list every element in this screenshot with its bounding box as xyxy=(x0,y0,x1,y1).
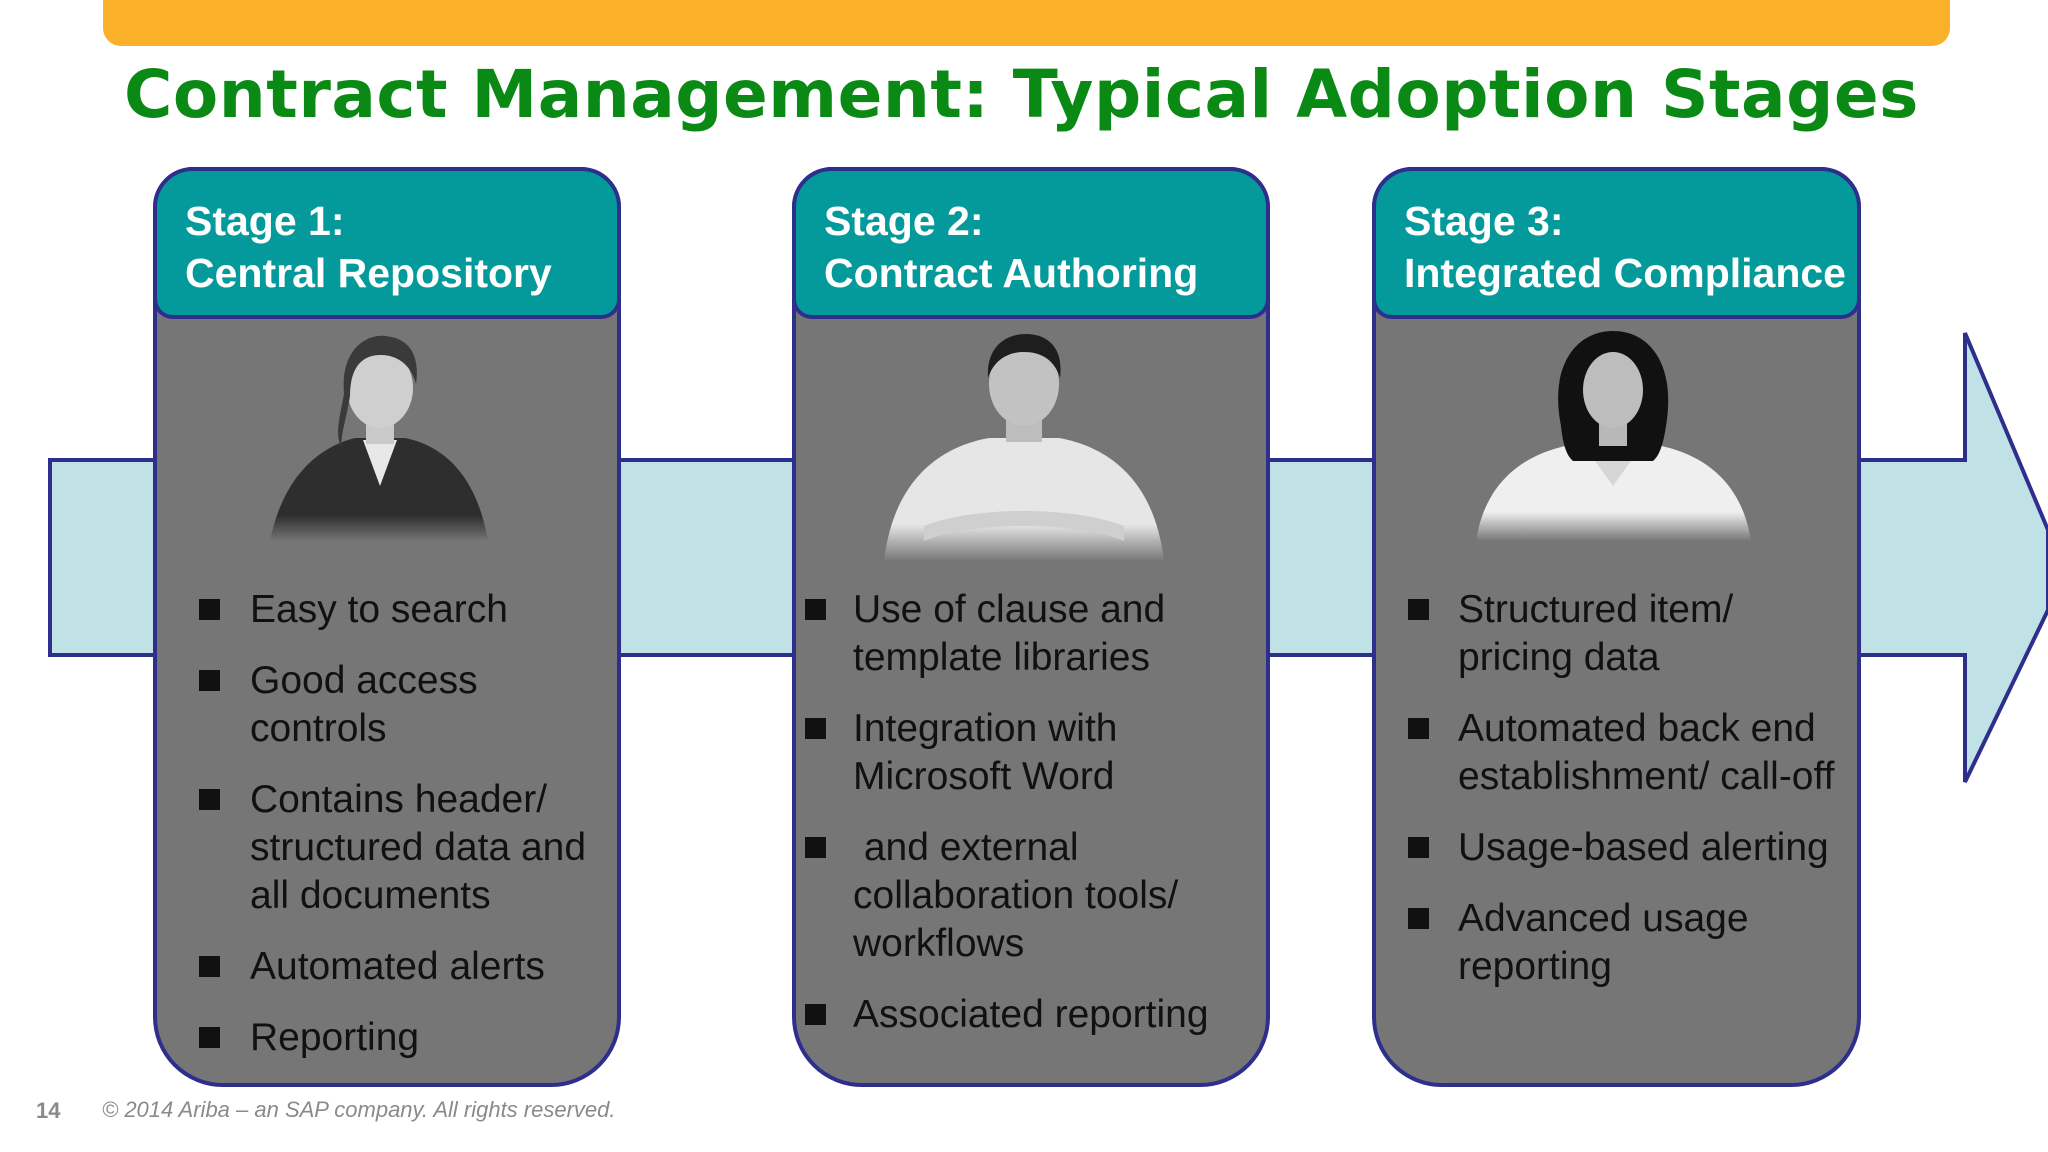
bullet-square-icon xyxy=(199,1027,220,1048)
copyright-notice: © 2014 Ariba – an SAP company. All right… xyxy=(102,1097,616,1122)
stage-3-card: Stage 3: Integrated Compliance Structure… xyxy=(1372,167,1861,1087)
bullet-square-icon xyxy=(199,670,220,691)
stage-1-header: Stage 1: Central Repository xyxy=(153,167,621,319)
stage-1-bullets: Easy to search Good access controls Cont… xyxy=(157,586,617,1085)
bullet-text: Automated back end establishment/ call-o… xyxy=(1458,707,1835,798)
list-item: Use of clause and template libraries xyxy=(796,586,1266,682)
bullet-text: Use of clause and template libraries xyxy=(853,588,1166,679)
list-item: Good access controls xyxy=(157,657,617,753)
bullet-text: Structured item/ pricing data xyxy=(1458,588,1734,679)
bullet-text: Associated reporting xyxy=(853,993,1209,1036)
stage-2-bullets: Use of clause and template libraries Int… xyxy=(796,586,1266,1062)
stage-3-portrait xyxy=(1476,331,1751,541)
top-accent-bar xyxy=(103,0,1950,46)
stage-2-name: Contract Authoring xyxy=(824,250,1199,296)
bullet-text: Advanced usage reporting xyxy=(1458,897,1749,988)
list-item: Associated reporting xyxy=(796,991,1266,1039)
list-item: Usage-based alerting xyxy=(1376,824,1857,872)
stage-1-name: Central Repository xyxy=(185,250,552,296)
list-item: Reporting xyxy=(157,1014,617,1062)
list-item: Advanced usage reporting xyxy=(1376,895,1857,991)
list-item: and external collaboration tools/ workfl… xyxy=(796,824,1266,968)
bullet-square-icon xyxy=(199,956,220,977)
bullet-square-icon xyxy=(805,718,826,739)
stage-2-number: Stage 2: xyxy=(824,198,984,244)
list-item: Structured item/ pricing data xyxy=(1376,586,1857,682)
bullet-square-icon xyxy=(1408,718,1429,739)
stage-2-card: Stage 2: Contract Authoring Use of claus… xyxy=(792,167,1270,1087)
bullet-square-icon xyxy=(1408,908,1429,929)
bullet-square-icon xyxy=(805,1004,826,1025)
bullet-text: Good access controls xyxy=(250,659,478,750)
bullet-text: Automated alerts xyxy=(250,945,545,988)
bullet-text: Integration with Microsoft Word xyxy=(853,707,1118,798)
stage-1-number: Stage 1: xyxy=(185,198,345,244)
stage-1-portrait xyxy=(270,335,488,541)
bullet-text: Easy to search xyxy=(250,588,508,631)
list-item: Contains header/ structured data and all… xyxy=(157,776,617,920)
page-number: 14 xyxy=(36,1098,61,1123)
bullet-text: Usage-based alerting xyxy=(1458,826,1829,869)
bullet-text: Contains header/ structured data and all… xyxy=(250,778,587,917)
bullet-square-icon xyxy=(1408,599,1429,620)
list-item: Automated back end establishment/ call-o… xyxy=(1376,705,1857,801)
stage-2-header: Stage 2: Contract Authoring xyxy=(792,167,1270,319)
stage-3-bullets: Structured item/ pricing data Automated … xyxy=(1376,586,1857,1014)
bullet-square-icon xyxy=(805,837,826,858)
list-item: Integration with Microsoft Word xyxy=(796,705,1266,801)
stage-2-portrait xyxy=(884,334,1164,561)
stage-1-card: Stage 1: Central Repository Easy to sear… xyxy=(153,167,621,1087)
stage-3-number: Stage 3: xyxy=(1404,198,1564,244)
slide-title: Contract Management: Typical Adoption St… xyxy=(124,56,1919,133)
bullet-text: Reporting xyxy=(250,1016,420,1059)
bullet-square-icon xyxy=(805,599,826,620)
stage-3-header: Stage 3: Integrated Compliance xyxy=(1372,167,1861,319)
bullet-square-icon xyxy=(1408,837,1429,858)
bullet-square-icon xyxy=(199,599,220,620)
list-item: Easy to search xyxy=(157,586,617,634)
stage-3-name: Integrated Compliance xyxy=(1404,250,1846,296)
bullet-text: and external collaboration tools/ workfl… xyxy=(853,826,1190,965)
bullet-square-icon xyxy=(199,789,220,810)
list-item: Automated alerts xyxy=(157,943,617,991)
